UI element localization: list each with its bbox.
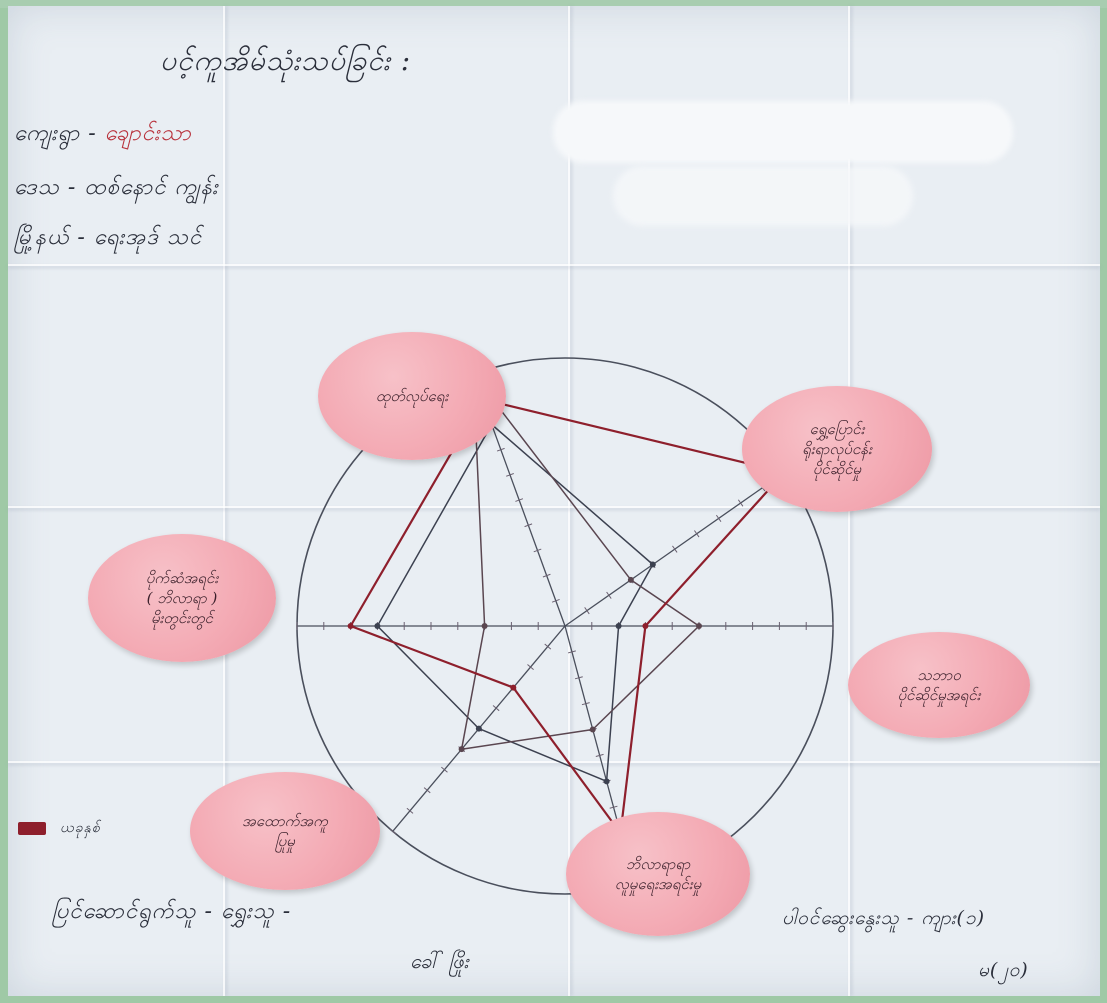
category-note-4: ဘိလာရာရာ လူမှုရေးအရင်းမှု [566,812,750,936]
blurred-area [553,101,1013,163]
chart-axis-tick [492,705,500,712]
footer-right-line1: ပါဝင်ဆွေးနွေးသူ - ကျား(၁) [782,907,986,929]
chart-point [642,623,649,629]
chart-point [481,623,488,629]
chart-point [627,576,634,583]
chart-point [510,684,517,691]
footer-left-line1: ပြင်ဆောင်ရွက်သူ - ရွှေးသူ - [52,899,292,924]
township-line: ဒေသ - ထစ်နောင် ကျွန်း [14,172,218,205]
chart-axis-tick [609,805,618,809]
category-note-2-label: ရွှေ့ပြောင်း ရိုးရာလုပ်ငန်း ပိုင်ဆိုင်မှ… [802,419,872,479]
chart-point [475,725,482,732]
chart-axis-tick [672,545,678,553]
footer-right-line2: မ(၂၀) [978,959,1029,981]
chart-series-1 [376,423,654,783]
chart-point [615,623,622,629]
category-note-3-label: သဘာဝ ပိုင်ဆိုင်မှုအရင်း [897,665,981,704]
chart-axis-tick [406,807,414,814]
chart-axis-tick [694,530,700,538]
category-note-5-label: အထောက်အကူ ပြုမှု [242,811,328,850]
chart-axis-tick [581,702,590,706]
chart-axis-tick [567,650,576,654]
chart-axis-tick [496,447,505,452]
village-label: ကျေးရွာ - [14,121,97,146]
chart-axis-tick [506,473,514,477]
chart-axis-tick [737,499,744,507]
chart-point [347,623,354,629]
chart-point [458,746,465,753]
chart-axis-tick [524,523,533,528]
chart-axis-tick [441,766,448,773]
poster-heading: ပင့်ကူအိမ်သုံးသပ်ခြင်း : [160,44,412,77]
category-note-1-label: ထုတ်လုပ်ရေး [375,386,449,405]
chart-axis-tick [606,591,612,599]
blurred-area [613,166,913,226]
chart-axis-tick [584,607,590,615]
category-note-2: ရွှေ့ပြောင်း ရိုးရာလုပ်ငန်း ပိုင်ဆိုင်မှ… [742,386,932,512]
chart-axis-tick [533,548,542,553]
category-note-6-label: ပိုက်ဆံအရင်း ( ဘိလာရာ ) မိုးတွင်းတွင် [145,568,219,628]
chart-series-2 [460,373,700,750]
village-line: ကျေးရွာ - ချောင်းသာ [14,118,192,151]
chart-axis-tick [551,598,560,603]
township-label: ဒေသ - [14,175,77,200]
district-value: ရေးအုဒ် သင် [93,225,203,250]
chart-axis-tick [544,643,552,650]
chart-point [374,623,381,629]
chart-axis-tick [389,828,397,835]
category-note-1: ထုတ်လုပ်ရေး [318,332,506,460]
chart-axis-tick [574,676,583,680]
chart-point [589,726,596,733]
legend-label: ယခုနှစ် [60,820,101,836]
category-note-4-label: ဘိလာရာရာ လူမှုရေးအရင်းမှု [614,854,702,893]
chart-axis-tick [527,664,534,671]
chart-axis-tick [423,787,431,794]
district-line: မြို့နယ် - ရေးအုဒ် သင် [14,222,202,255]
township-value: ထစ်နောင် ကျွန်း [84,175,219,200]
chart-axis-tick [542,573,551,578]
legend-swatch [18,822,46,835]
category-note-5: အထောက်အကူ ပြုမှု [190,772,380,890]
category-note-6: ပိုက်ဆံအရင်း ( ဘိလာရာ ) မိုးတွင်းတွင် [88,534,276,662]
chart-point [696,623,702,629]
chart-axis-tick [515,498,524,502]
village-value: ချောင်းသာ [104,121,192,146]
district-label: မြို့နယ် - [14,225,86,250]
chart-axis-tick [595,753,604,757]
footer-left-line2: ခေါ် ဖြိုး [410,949,470,973]
category-note-3: သဘာဝ ပိုင်ဆိုင်မှုအရင်း [848,632,1030,738]
chart-series-3 [349,398,786,835]
chart-point [603,778,610,785]
chart-axis-tick [715,514,722,522]
chart-point [649,561,656,568]
